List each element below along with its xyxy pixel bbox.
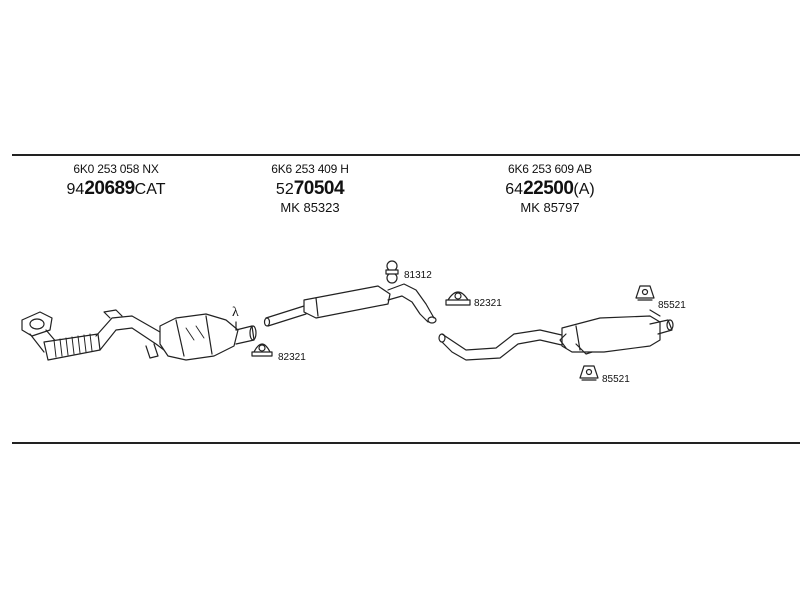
part-block-middle-silencer: 6K6 253 409 H 5270504 MK 85323 bbox=[250, 162, 370, 216]
oem-number: 6K6 253 609 AB bbox=[508, 162, 592, 176]
part-block-rear-silencer: 6K6 253 609 AB 6422500(A) MK 85797 bbox=[480, 162, 620, 216]
front-downpipe bbox=[95, 309, 169, 359]
front-manifold-flange bbox=[21, 311, 59, 353]
hanger-rubber-icon bbox=[385, 260, 399, 284]
hanger-label: 81312 bbox=[404, 270, 432, 281]
rubber-mount-bottom-label: 85521 bbox=[602, 374, 630, 385]
mk-number: MK 85323 bbox=[280, 199, 340, 215]
clamp-mid-icon bbox=[445, 291, 471, 306]
oem-number: 6K6 253 409 H bbox=[271, 162, 349, 176]
part-number: 6422500(A) bbox=[505, 177, 595, 199]
clamp-mid-label: 82321 bbox=[474, 298, 502, 309]
rubber-mount-top-icon bbox=[635, 285, 655, 301]
clamp-cat-icon bbox=[251, 343, 273, 357]
lambda-symbol: λ bbox=[232, 305, 239, 320]
part-number: 5270504 bbox=[275, 177, 345, 199]
part-block-catalytic-converter: 6K0 253 058 NX 9420689CAT bbox=[56, 162, 176, 200]
rear-silencer bbox=[559, 309, 674, 355]
rubber-mount-top-label: 85521 bbox=[658, 300, 686, 311]
rear-pipe bbox=[438, 329, 567, 361]
part-number: 9420689CAT bbox=[66, 177, 166, 199]
mk-number: MK 85797 bbox=[520, 199, 580, 215]
bottom-divider bbox=[12, 442, 800, 444]
middle-silencer bbox=[263, 283, 437, 327]
top-divider bbox=[12, 154, 800, 156]
rubber-mount-bottom-icon bbox=[579, 365, 599, 381]
oem-number: 6K0 253 058 NX bbox=[73, 162, 159, 176]
clamp-cat-label: 82321 bbox=[278, 352, 306, 363]
catalytic-converter bbox=[159, 313, 257, 361]
